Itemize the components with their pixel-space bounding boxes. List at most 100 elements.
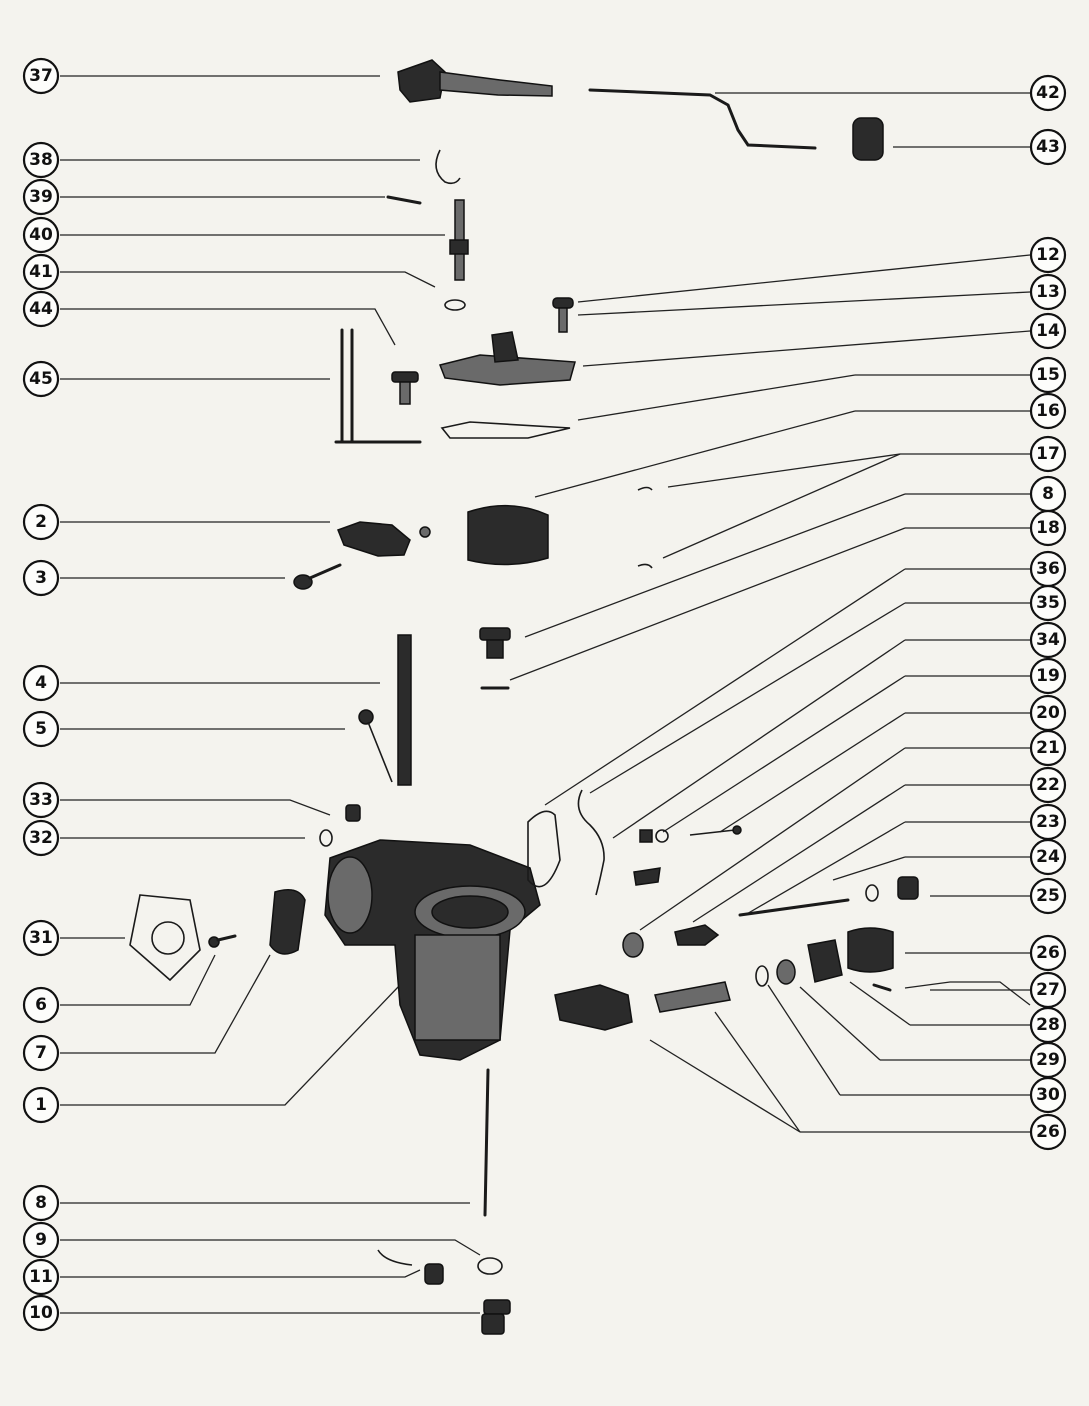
callout-24: 24 — [1029, 838, 1067, 876]
svg-text:19: 19 — [1036, 666, 1060, 686]
svg-text:20: 20 — [1036, 703, 1060, 723]
svg-text:25: 25 — [1036, 886, 1060, 906]
callout-7: 7 — [22, 1034, 60, 1072]
svg-text:27: 27 — [1036, 980, 1060, 1000]
callout-23: 23 — [1029, 803, 1067, 841]
part-15-gasket — [440, 421, 571, 439]
svg-text:32: 32 — [29, 828, 53, 848]
svg-text:14: 14 — [1036, 321, 1060, 341]
callout-27: 27 — [1029, 971, 1067, 1009]
part-29-washer — [776, 959, 796, 985]
callout-6: 6 — [22, 986, 60, 1024]
part-10-drain-plug — [481, 1299, 511, 1335]
svg-text:5: 5 — [35, 719, 47, 739]
callout-29: 29 — [1029, 1041, 1067, 1079]
part-41-washer — [444, 299, 466, 311]
callout-8-right: 8 — [1029, 475, 1067, 513]
callout-21: 21 — [1029, 729, 1067, 767]
callout-35: 35 — [1029, 584, 1067, 622]
callout-9: 9 — [22, 1221, 60, 1259]
callout-11: 11 — [22, 1258, 60, 1296]
part-24-washer — [865, 884, 879, 902]
callout-42: 42 — [1029, 74, 1067, 112]
part-1-carburetor-body — [324, 839, 541, 1061]
callout-16: 16 — [1029, 392, 1067, 430]
svg-text:21: 21 — [1036, 738, 1060, 758]
part-26-bushing — [847, 927, 894, 973]
svg-text:33: 33 — [29, 790, 53, 810]
svg-text:23: 23 — [1036, 812, 1060, 832]
part-16-float — [467, 505, 549, 566]
callout-45: 45 — [22, 360, 60, 398]
callout-36: 36 — [1029, 550, 1067, 588]
callout-2: 2 — [22, 503, 60, 541]
callout-12: 12 — [1029, 236, 1067, 274]
part-19-nut — [639, 829, 669, 843]
svg-text:40: 40 — [29, 225, 53, 245]
part-2-choke-lever — [337, 521, 431, 557]
svg-text:7: 7 — [35, 1043, 47, 1063]
part-4-choke-shaft — [397, 634, 412, 786]
part-5-needle — [358, 709, 393, 783]
callout-15: 15 — [1029, 356, 1067, 394]
part-28-nut — [807, 939, 843, 983]
svg-text:44: 44 — [29, 299, 53, 319]
callout-38: 38 — [22, 141, 60, 179]
part-39-pin — [386, 195, 422, 205]
svg-text:22: 22 — [1036, 775, 1060, 795]
svg-text:26: 26 — [1036, 1122, 1060, 1142]
part-23-needle — [738, 898, 850, 917]
svg-text:38: 38 — [29, 150, 53, 170]
svg-text:4: 4 — [35, 673, 47, 693]
leader-lines — [60, 75, 1031, 1314]
svg-text:3: 3 — [35, 568, 47, 588]
part-11-plug — [377, 1249, 444, 1285]
part-7-plate — [269, 889, 306, 955]
part-9-oring — [477, 1257, 503, 1275]
svg-text:30: 30 — [1036, 1085, 1060, 1105]
callout-14: 14 — [1029, 312, 1067, 350]
svg-text:12: 12 — [1036, 245, 1060, 265]
callout-26-upper: 26 — [1029, 934, 1067, 972]
part-44-screw — [391, 371, 419, 405]
svg-text:8: 8 — [35, 1193, 47, 1213]
part-21-washer — [622, 932, 644, 958]
svg-text:11: 11 — [29, 1267, 53, 1287]
svg-text:6: 6 — [35, 995, 47, 1015]
callout-1: 1 — [22, 1086, 60, 1124]
part-25-nut — [897, 876, 919, 900]
part-30-oring — [755, 965, 769, 987]
svg-text:1: 1 — [35, 1095, 47, 1115]
part-31-gasket — [129, 894, 201, 982]
svg-text:37: 37 — [29, 66, 53, 86]
svg-text:31: 31 — [29, 928, 53, 948]
callout-25: 25 — [1029, 877, 1067, 915]
part-37-throttle-lever — [397, 59, 553, 103]
part-20-needle — [689, 825, 742, 836]
callout-40: 40 — [22, 216, 60, 254]
part-14-float-bowl-cover — [438, 331, 576, 386]
svg-text:35: 35 — [1036, 593, 1060, 613]
svg-text:9: 9 — [35, 1230, 47, 1250]
svg-text:42: 42 — [1036, 83, 1060, 103]
callout-19: 19 — [1029, 657, 1067, 695]
svg-text:43: 43 — [1036, 137, 1060, 157]
part-40-adjusting-screw — [449, 199, 469, 281]
callout-18: 18 — [1029, 509, 1067, 547]
part-6-screw — [208, 934, 237, 948]
callout-4: 4 — [22, 664, 60, 702]
part-35-spring — [577, 789, 605, 896]
callout-31: 31 — [22, 919, 60, 957]
callout-28: 28 — [1029, 1006, 1067, 1044]
part-42-throttle-link-rod — [588, 88, 817, 150]
svg-text:39: 39 — [29, 187, 53, 207]
callout-32: 32 — [22, 819, 60, 857]
svg-text:13: 13 — [1036, 282, 1060, 302]
part-33-nut — [345, 804, 361, 822]
svg-text:45: 45 — [29, 369, 53, 389]
callout-3: 3 — [22, 559, 60, 597]
svg-text:2: 2 — [35, 512, 47, 532]
callout-26-lower: 26 — [1029, 1113, 1067, 1151]
callout-41: 41 — [22, 253, 60, 291]
